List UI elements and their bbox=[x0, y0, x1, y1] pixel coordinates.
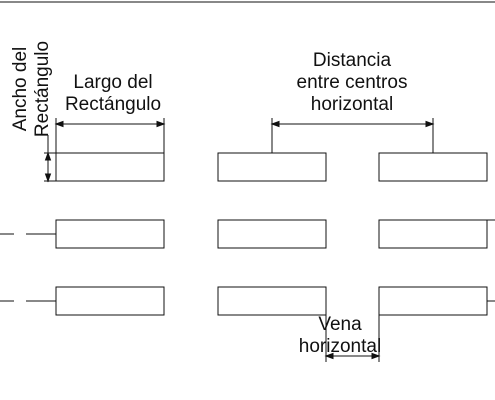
center-distance-label-line-1: Distancia bbox=[312, 50, 392, 71]
length-dimension bbox=[54, 118, 166, 153]
center-distance-label: Distancia entre centros horizontal bbox=[262, 50, 442, 116]
length-label-line-2: Rectángulo bbox=[64, 94, 162, 115]
center-distance-label-line-2: entre centros bbox=[296, 72, 408, 93]
rectangle-r2-c3 bbox=[378, 219, 488, 249]
rectangle-r3-c2 bbox=[217, 286, 327, 316]
rectangle-r3-c3 bbox=[378, 286, 488, 316]
rectangle-r1-c2 bbox=[217, 152, 327, 182]
width-dimension bbox=[44, 135, 56, 183]
rectangle-r1-c3 bbox=[378, 152, 488, 182]
center-distance-label-line-3: horizontal bbox=[310, 94, 394, 115]
length-label-line-1: Largo del bbox=[73, 72, 153, 93]
vein-label-line-2: horizontal bbox=[298, 336, 382, 357]
length-label: Largo del Rectángulo bbox=[48, 72, 178, 116]
center-distance-dimension bbox=[270, 118, 435, 153]
rectangle-r1-c1 bbox=[55, 152, 165, 182]
rectangle-r2-c2 bbox=[217, 219, 327, 249]
width-label-line-1: Ancho del bbox=[10, 46, 31, 132]
rectangle-r3-c1 bbox=[55, 286, 165, 316]
rectangle-r2-c1 bbox=[55, 219, 165, 249]
vein-label: Vena horizontal bbox=[290, 314, 390, 358]
vein-label-line-1: Vena bbox=[318, 314, 362, 335]
vein-dimension bbox=[324, 287, 381, 362]
centerline-row-2 bbox=[0, 219, 495, 235]
